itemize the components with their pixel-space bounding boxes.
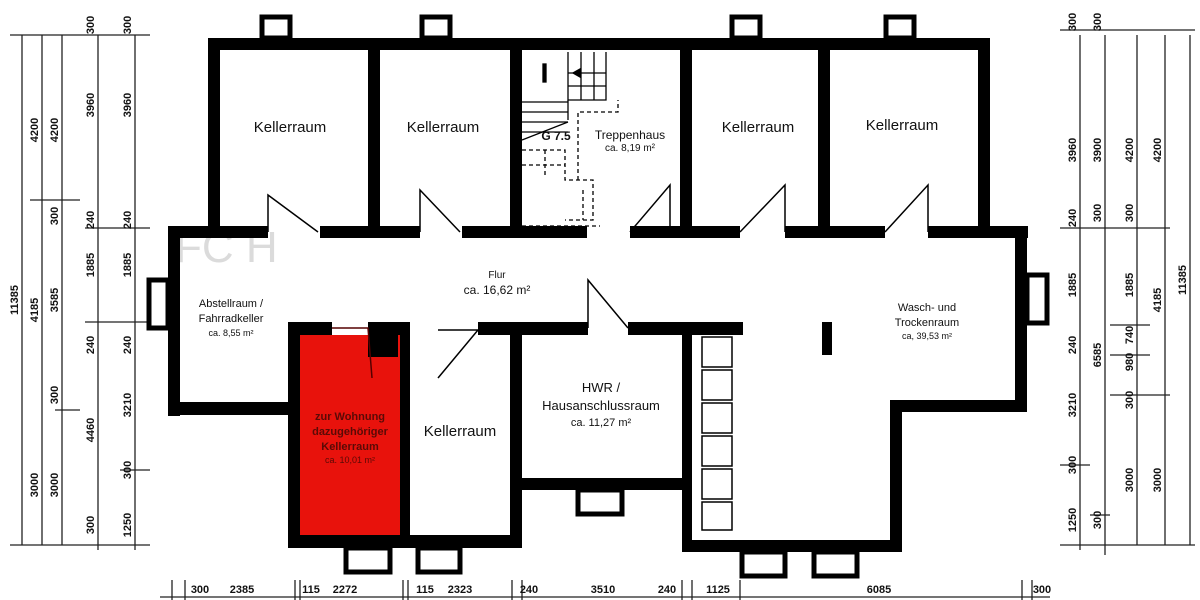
dimension-label: 300 xyxy=(1124,391,1136,409)
dimension-label: 300 xyxy=(1092,511,1104,529)
dimension-label: 300 xyxy=(49,386,61,404)
dimension-label: 3960 xyxy=(85,93,97,117)
dimension-label: 300 xyxy=(85,516,97,534)
dimension-label: 1885 xyxy=(1124,273,1136,297)
dimension-label: 115 xyxy=(302,584,320,596)
dimension-lines xyxy=(10,29,1195,600)
stair-label: G 7.5 xyxy=(541,129,571,143)
room-red-line2: dazugehöriger xyxy=(312,426,389,438)
dimension-label: 240 xyxy=(85,336,97,354)
room-abstellraum-area: ca. 8,55 m² xyxy=(208,328,253,338)
room-abstellraum-line2: Fahrradkeller xyxy=(199,313,264,325)
room-hwr-line2: Hausanschlussraum xyxy=(542,398,660,413)
dimension-label: 4460 xyxy=(85,418,97,442)
room-keller-5: Kellerraum xyxy=(424,423,497,440)
room-labels: Kellerraum Kellerraum Treppenhaus ca. 8,… xyxy=(199,117,960,465)
dimension-label: 3000 xyxy=(49,473,61,497)
dimension-label: 300 xyxy=(1033,584,1051,596)
dimension-label: 3900 xyxy=(1092,138,1104,162)
dimension-label: 1885 xyxy=(122,253,134,277)
room-flur-area: ca. 16,62 m² xyxy=(464,283,531,297)
dimension-label: 4200 xyxy=(1152,138,1164,162)
dimension-label: 240 xyxy=(1067,336,1079,354)
dimension-label: 4200 xyxy=(1124,138,1136,162)
shelves xyxy=(701,336,733,531)
dimension-label: 4200 xyxy=(49,118,61,142)
dimension-label: 6585 xyxy=(1092,343,1104,367)
dimension-label: 1250 xyxy=(1067,508,1079,532)
dimension-label: 300 xyxy=(122,16,134,34)
dimension-label: 3960 xyxy=(122,93,134,117)
dimension-label: 3000 xyxy=(1124,468,1136,492)
dimension-label: 3210 xyxy=(122,393,134,417)
staircase xyxy=(521,52,619,227)
dimension-label: 3585 xyxy=(49,288,61,312)
dimension-label: 980 xyxy=(1124,353,1136,371)
dimension-label: 115 xyxy=(416,584,434,596)
room-keller-4: Kellerraum xyxy=(866,117,939,134)
dimension-label: 1250 xyxy=(122,513,134,537)
room-red-area: ca. 10,01 m² xyxy=(325,455,375,465)
dimension-label: 1885 xyxy=(85,253,97,277)
room-keller-2: Kellerraum xyxy=(407,119,480,136)
dimension-label: 240 xyxy=(122,211,134,229)
dimension-label: 1125 xyxy=(706,584,730,596)
dimension-label: 4185 xyxy=(1152,288,1164,312)
dimension-label: 6085 xyxy=(867,584,891,596)
dimension-label: 3510 xyxy=(591,584,615,596)
room-treppenhaus: Treppenhaus xyxy=(595,128,665,142)
walls xyxy=(168,38,1028,552)
dimension-label: 240 xyxy=(658,584,676,596)
dimension-label: 300 xyxy=(191,584,209,596)
dimension-label: 740 xyxy=(1124,326,1136,344)
room-wasch-line1: Wasch- und xyxy=(898,302,956,314)
room-red-line1: zur Wohnung xyxy=(315,411,385,423)
room-hwr-line1: HWR / xyxy=(582,380,621,395)
dimension-label: 3000 xyxy=(29,473,41,497)
dimension-label: 2272 xyxy=(333,584,357,596)
dimension-label: 300 xyxy=(1124,204,1136,222)
room-wasch-line2: Trockenraum xyxy=(895,317,959,329)
dimension-label: 4185 xyxy=(29,298,41,322)
dimension-label: 3960 xyxy=(1067,138,1079,162)
dimension-label: 3000 xyxy=(1152,468,1164,492)
room-abstellraum-line1: Abstellraum / xyxy=(199,298,264,310)
door-swings xyxy=(267,182,929,379)
highlighted-room-fill xyxy=(300,335,400,535)
dimension-label: 11385 xyxy=(1177,265,1189,295)
dimension-label: 240 xyxy=(85,211,97,229)
room-treppenhaus-area: ca. 8,19 m² xyxy=(605,143,656,154)
dimension-label: 240 xyxy=(520,584,538,596)
dimension-label: 2323 xyxy=(448,584,472,596)
room-keller-3: Kellerraum xyxy=(722,119,795,136)
room-keller-1: Kellerraum xyxy=(254,119,327,136)
dimension-label: 300 xyxy=(49,207,61,225)
room-hwr-area: ca. 11,27 m² xyxy=(571,417,632,429)
dimension-label: 300 xyxy=(85,16,97,34)
room-red-line3: Kellerraum xyxy=(321,441,379,453)
dimension-label: 11385 xyxy=(9,285,21,315)
dimension-label: 300 xyxy=(1092,13,1104,31)
dimension-label: 300 xyxy=(1067,13,1079,31)
dimension-label: 240 xyxy=(122,336,134,354)
dimension-label: 240 xyxy=(1067,209,1079,227)
dimension-label: 300 xyxy=(1092,204,1104,222)
windows xyxy=(146,14,1050,579)
dimension-label: 1885 xyxy=(1067,273,1079,297)
dimension-labels: 11385 4200 4185 3000 4200 300 3585 300 3000 300 39… xyxy=(9,13,1189,596)
dimension-label: 4200 xyxy=(29,118,41,142)
room-wasch-area: ca, 39,53 m² xyxy=(902,331,952,341)
dimension-label: 300 xyxy=(1067,456,1079,474)
room-flur: Flur xyxy=(488,270,506,281)
dimension-label: 2385 xyxy=(230,584,254,596)
dimension-label: 300 xyxy=(122,461,134,479)
dimension-label: 3210 xyxy=(1067,393,1079,417)
